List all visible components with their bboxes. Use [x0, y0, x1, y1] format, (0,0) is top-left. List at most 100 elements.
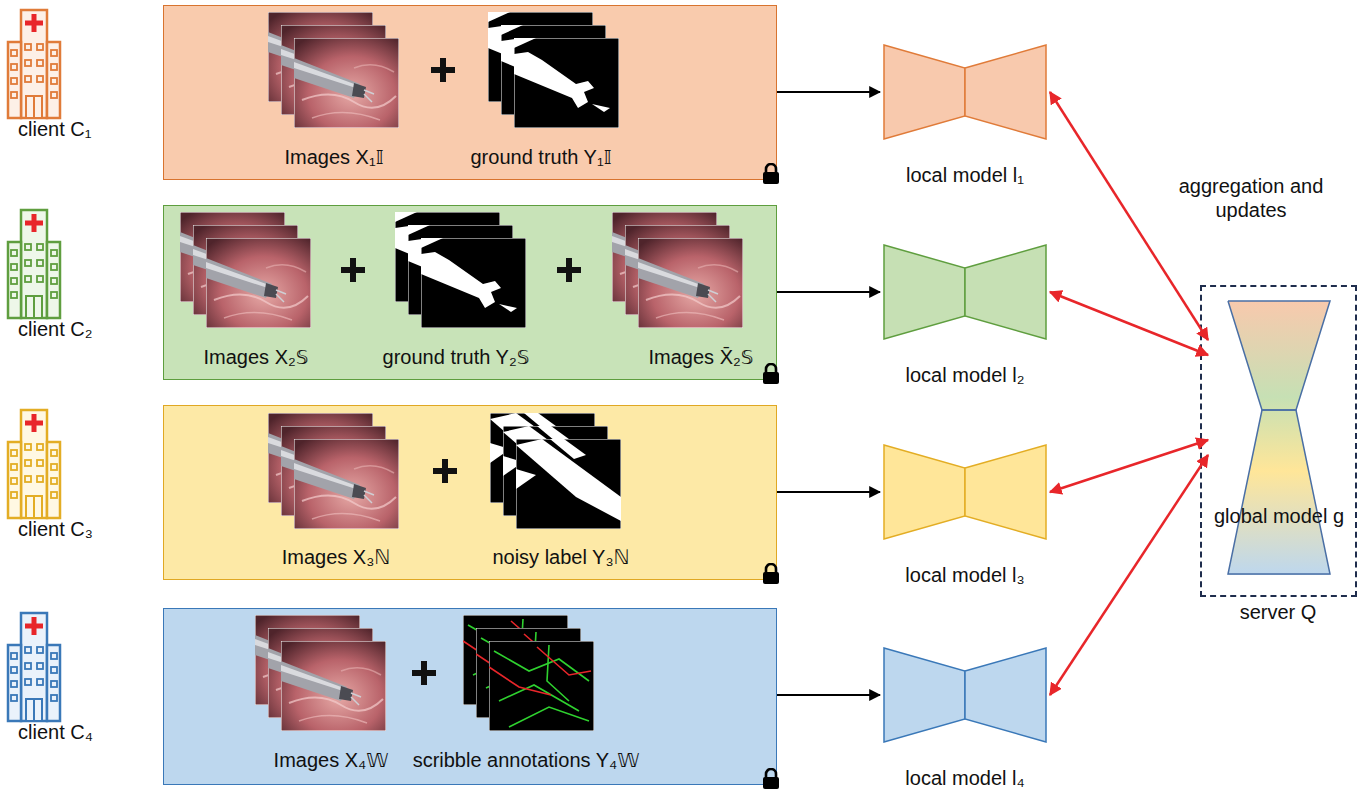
text-holder: local model l₁ [906, 164, 1024, 187]
lock-icon [763, 564, 779, 584]
local-model: local model l₃ [880, 444, 1050, 592]
image-frame [281, 426, 386, 516]
node-label: noisy label Y₃ℕ [492, 546, 629, 569]
node-label: Images X₁𝕀 [284, 146, 383, 169]
text-holder: ground truth Y₁𝕀 [471, 146, 612, 169]
lock-icon [763, 164, 779, 184]
model-half [884, 45, 965, 139]
node-label: Images X₄𝕎 [274, 749, 389, 772]
mask-frame [501, 25, 606, 115]
hospital-icon [8, 613, 60, 721]
hospital-icon [8, 10, 60, 118]
image-stacks [180, 12, 743, 731]
local-model: local model l₁ [880, 44, 1050, 192]
server-box: server Qglobal model g [1200, 285, 1357, 597]
image-frame [294, 38, 399, 128]
node-label: Images X̄₂𝕊 [649, 346, 754, 369]
node-label: scribble annotations Y₄𝕎 [413, 749, 640, 772]
node-label: local model l₄ [905, 767, 1024, 790]
client-node: client C₃ [4, 405, 104, 550]
model-half [884, 445, 965, 539]
text-holder: Images X₂𝕊 [204, 346, 309, 369]
node-label: ground truth Y₂𝕊 [383, 346, 530, 369]
model-shape [883, 647, 1047, 743]
model-half [965, 648, 1046, 742]
node-label: client C₁ [18, 118, 91, 141]
noisy-mask-frame [503, 426, 608, 516]
model-half [965, 245, 1046, 339]
mask-frame [514, 38, 619, 128]
text-holder: local model l₄ [905, 767, 1024, 790]
image-frame [255, 615, 360, 705]
text-holder: scribble annotations Y₄𝕎 [413, 749, 640, 772]
model-half [965, 445, 1046, 539]
image-frame [206, 238, 311, 328]
node-label: local model l₃ [905, 564, 1024, 587]
hospital-icons [8, 10, 60, 721]
update-arrow [1050, 440, 1208, 492]
plus-sign [431, 58, 455, 82]
image-frame [193, 225, 298, 315]
text-holder: Images X₃ℕ [282, 546, 391, 569]
data-arrow [777, 291, 880, 293]
lock-icon [763, 364, 779, 384]
model-outline [1228, 410, 1330, 574]
text-holder: Images X̄₂𝕊 [649, 346, 754, 369]
image-frame [268, 628, 373, 718]
model-outline [1228, 301, 1330, 410]
client-data-panel: Images X₃ℕ noisy label Y₃ℕ [163, 405, 777, 580]
client-data-panel: Images X₁𝕀 ground truth Y₁𝕀 [163, 5, 777, 180]
model-fill [1228, 301, 1330, 575]
mask-frame [488, 12, 593, 102]
model-shape [883, 244, 1047, 340]
plus-sign [433, 459, 457, 483]
model-shape [883, 444, 1047, 540]
data-arrow [777, 91, 880, 93]
node-label: local model l₂ [906, 364, 1025, 387]
text-holder: local model l₃ [905, 564, 1024, 587]
data-arrow [777, 694, 880, 696]
image-frame [612, 212, 717, 302]
client-node: client C₁ [4, 5, 104, 150]
node-label: global model g [1214, 505, 1344, 528]
mask-frame [421, 238, 526, 328]
image-frame [281, 641, 386, 731]
text-holder: Images X₁𝕀 [284, 146, 383, 169]
plus-sign [557, 258, 581, 282]
plus-sign [341, 258, 365, 282]
model-half [884, 245, 965, 339]
text-holder: client C₃ [18, 518, 93, 541]
node-label: Images X₃ℕ [282, 546, 391, 569]
global-model: global model g [1208, 300, 1350, 575]
node-label: client C₂ [18, 318, 92, 341]
annotation-label: aggregation and updates [1179, 175, 1324, 221]
model-shape [883, 44, 1047, 140]
lock-icon [763, 769, 779, 789]
text-holder: local model l₂ [906, 364, 1025, 387]
image-frame [638, 238, 743, 328]
local-model: local model l₄ [880, 647, 1050, 795]
model-half [884, 648, 965, 742]
text-holder: ground truth Y₂𝕊 [383, 346, 530, 369]
noisy-mask-frame [490, 413, 595, 503]
node-label: Images X₂𝕊 [204, 346, 309, 369]
image-frame [294, 439, 399, 529]
text-holder: server Q [1240, 601, 1317, 624]
scribble-frame [463, 615, 568, 705]
update-arrow [1050, 92, 1208, 340]
local-model: local model l₂ [880, 244, 1050, 392]
mask-frame [395, 212, 500, 302]
client-data-panel: Images X₄𝕎 scribble annotations Y₄𝕎 [163, 608, 777, 785]
text-holder: client C₁ [18, 118, 91, 141]
plus-sign [412, 661, 436, 685]
update-arrow [1050, 455, 1208, 695]
plus-signs [341, 58, 581, 685]
node-label: client C₄ [18, 721, 93, 744]
model-half [965, 45, 1046, 139]
image-frame [268, 413, 373, 503]
node-label: server Q [1240, 601, 1317, 624]
node-label: client C₃ [18, 518, 93, 541]
text-holder: client C₄ [18, 721, 93, 744]
